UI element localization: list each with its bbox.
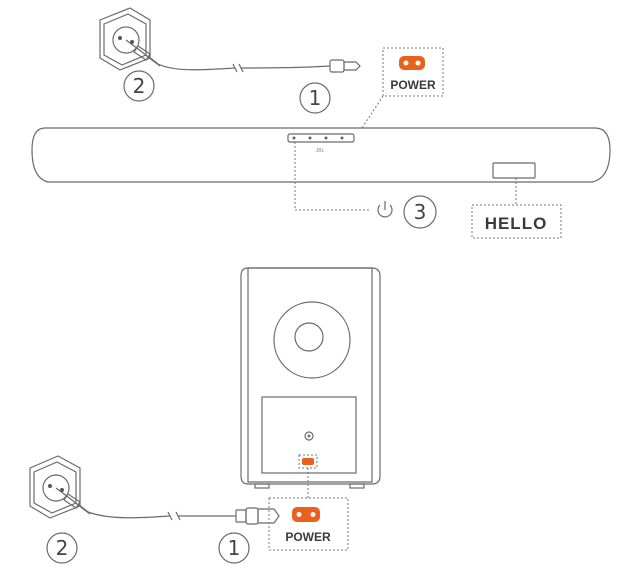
display-hello-text: HELLO bbox=[485, 214, 548, 233]
power-inset-top: POWER bbox=[382, 47, 444, 97]
wall-outlet-top bbox=[99, 7, 151, 71]
rear-panel bbox=[261, 396, 357, 474]
power-plug-bottom bbox=[55, 487, 91, 515]
power-label-bottom: POWER bbox=[285, 530, 331, 544]
display-inset: HELLO bbox=[471, 204, 562, 239]
woofer-dustcap bbox=[294, 322, 324, 352]
soundbar: JBL bbox=[31, 127, 611, 183]
jbl-logo: JBL bbox=[316, 148, 325, 154]
step-2-top: 2 bbox=[123, 70, 155, 102]
power-cord-bottom bbox=[87, 511, 236, 519]
soundbar-display bbox=[492, 162, 536, 179]
iec-connector-top bbox=[329, 59, 361, 73]
step-3-number: 3 bbox=[414, 200, 427, 224]
step-1-top-number: 1 bbox=[309, 86, 322, 110]
power-cord-top bbox=[157, 63, 331, 71]
step-2-bottom-number: 2 bbox=[56, 536, 69, 560]
power-inset-bottom: POWER bbox=[268, 497, 349, 551]
power-button-symbol bbox=[377, 201, 393, 218]
step-1-top: 1 bbox=[299, 82, 331, 114]
power-label-top: POWER bbox=[390, 78, 436, 92]
wall-outlet-bottom bbox=[29, 455, 81, 519]
rear-power-socket bbox=[302, 458, 314, 465]
iec-connector-bottom bbox=[235, 507, 280, 525]
woofer-cone bbox=[273, 301, 351, 379]
subwoofer bbox=[240, 267, 381, 489]
rear-button bbox=[304, 431, 314, 441]
step-2-bottom: 2 bbox=[46, 532, 78, 564]
step-1-bottom-number: 1 bbox=[228, 536, 241, 560]
step-2-top-number: 2 bbox=[133, 74, 146, 98]
power-plug-top bbox=[125, 39, 161, 67]
step-3: 3 bbox=[403, 195, 437, 229]
step-1-bottom: 1 bbox=[218, 532, 250, 564]
